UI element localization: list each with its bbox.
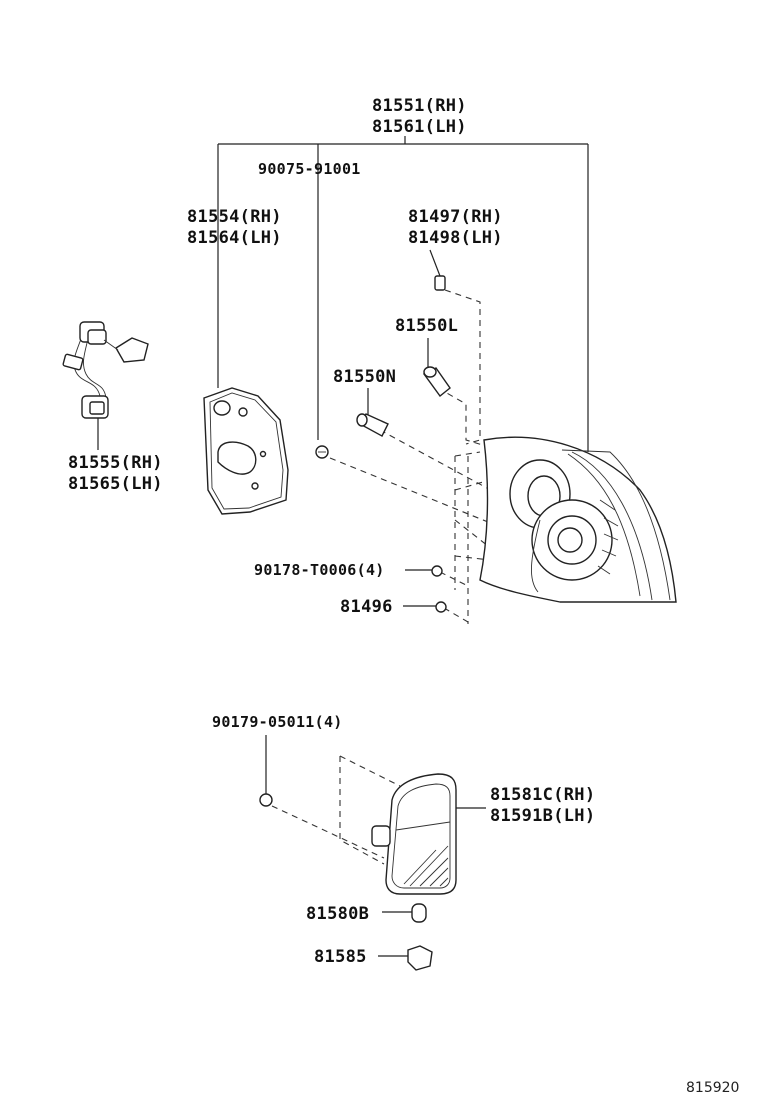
label-81581c-rh[interactable]: 81581C(RH) <box>490 785 595 805</box>
label-81496[interactable]: 81496 <box>340 597 393 617</box>
label-81551-rh[interactable]: 81551(RH) <box>372 96 467 116</box>
assembly-bracket <box>217 136 589 452</box>
gasket <box>203 387 289 515</box>
dashed-assembly-lines-top <box>329 289 499 624</box>
nut-90178 <box>431 565 443 577</box>
tail-lamp-housing <box>479 436 677 603</box>
socket-small <box>434 275 446 291</box>
reflex-lamp <box>371 773 457 895</box>
bulb-81580b <box>411 903 427 923</box>
label-81498-lh[interactable]: 81498(LH) <box>408 228 503 248</box>
socket-81585 <box>407 945 433 971</box>
label-81497-rh[interactable]: 81497(RH) <box>408 207 503 227</box>
diagram-code: 815920 <box>686 1080 739 1096</box>
label-81585[interactable]: 81585 <box>314 947 367 967</box>
nut-90179 <box>259 793 273 807</box>
label-81554-rh[interactable]: 81554(RH) <box>187 207 282 227</box>
label-81591b-lh[interactable]: 81591B(LH) <box>490 806 595 826</box>
label-90075-91001[interactable]: 90075-91001 <box>258 160 361 178</box>
label-90179-05011[interactable]: 90179-05011(4) <box>212 713 343 731</box>
label-90178-t0006[interactable]: 90178-T0006(4) <box>254 561 385 579</box>
leader-lines <box>97 249 486 957</box>
nut-81496 <box>435 601 447 613</box>
bulb-81550n <box>356 413 389 437</box>
screw <box>315 445 329 459</box>
bulb-81550l <box>422 366 451 398</box>
label-81561-lh[interactable]: 81561(LH) <box>372 117 467 137</box>
label-81580b[interactable]: 81580B <box>306 904 369 924</box>
label-81550n[interactable]: 81550N <box>333 367 396 387</box>
label-81564-lh[interactable]: 81564(LH) <box>187 228 282 248</box>
label-81565-lh[interactable]: 81565(LH) <box>68 474 163 494</box>
wire-harness <box>62 321 149 419</box>
dashed-assembly-lines-bottom <box>271 755 401 865</box>
label-81550l[interactable]: 81550L <box>395 316 458 336</box>
label-81555-rh[interactable]: 81555(RH) <box>68 453 163 473</box>
